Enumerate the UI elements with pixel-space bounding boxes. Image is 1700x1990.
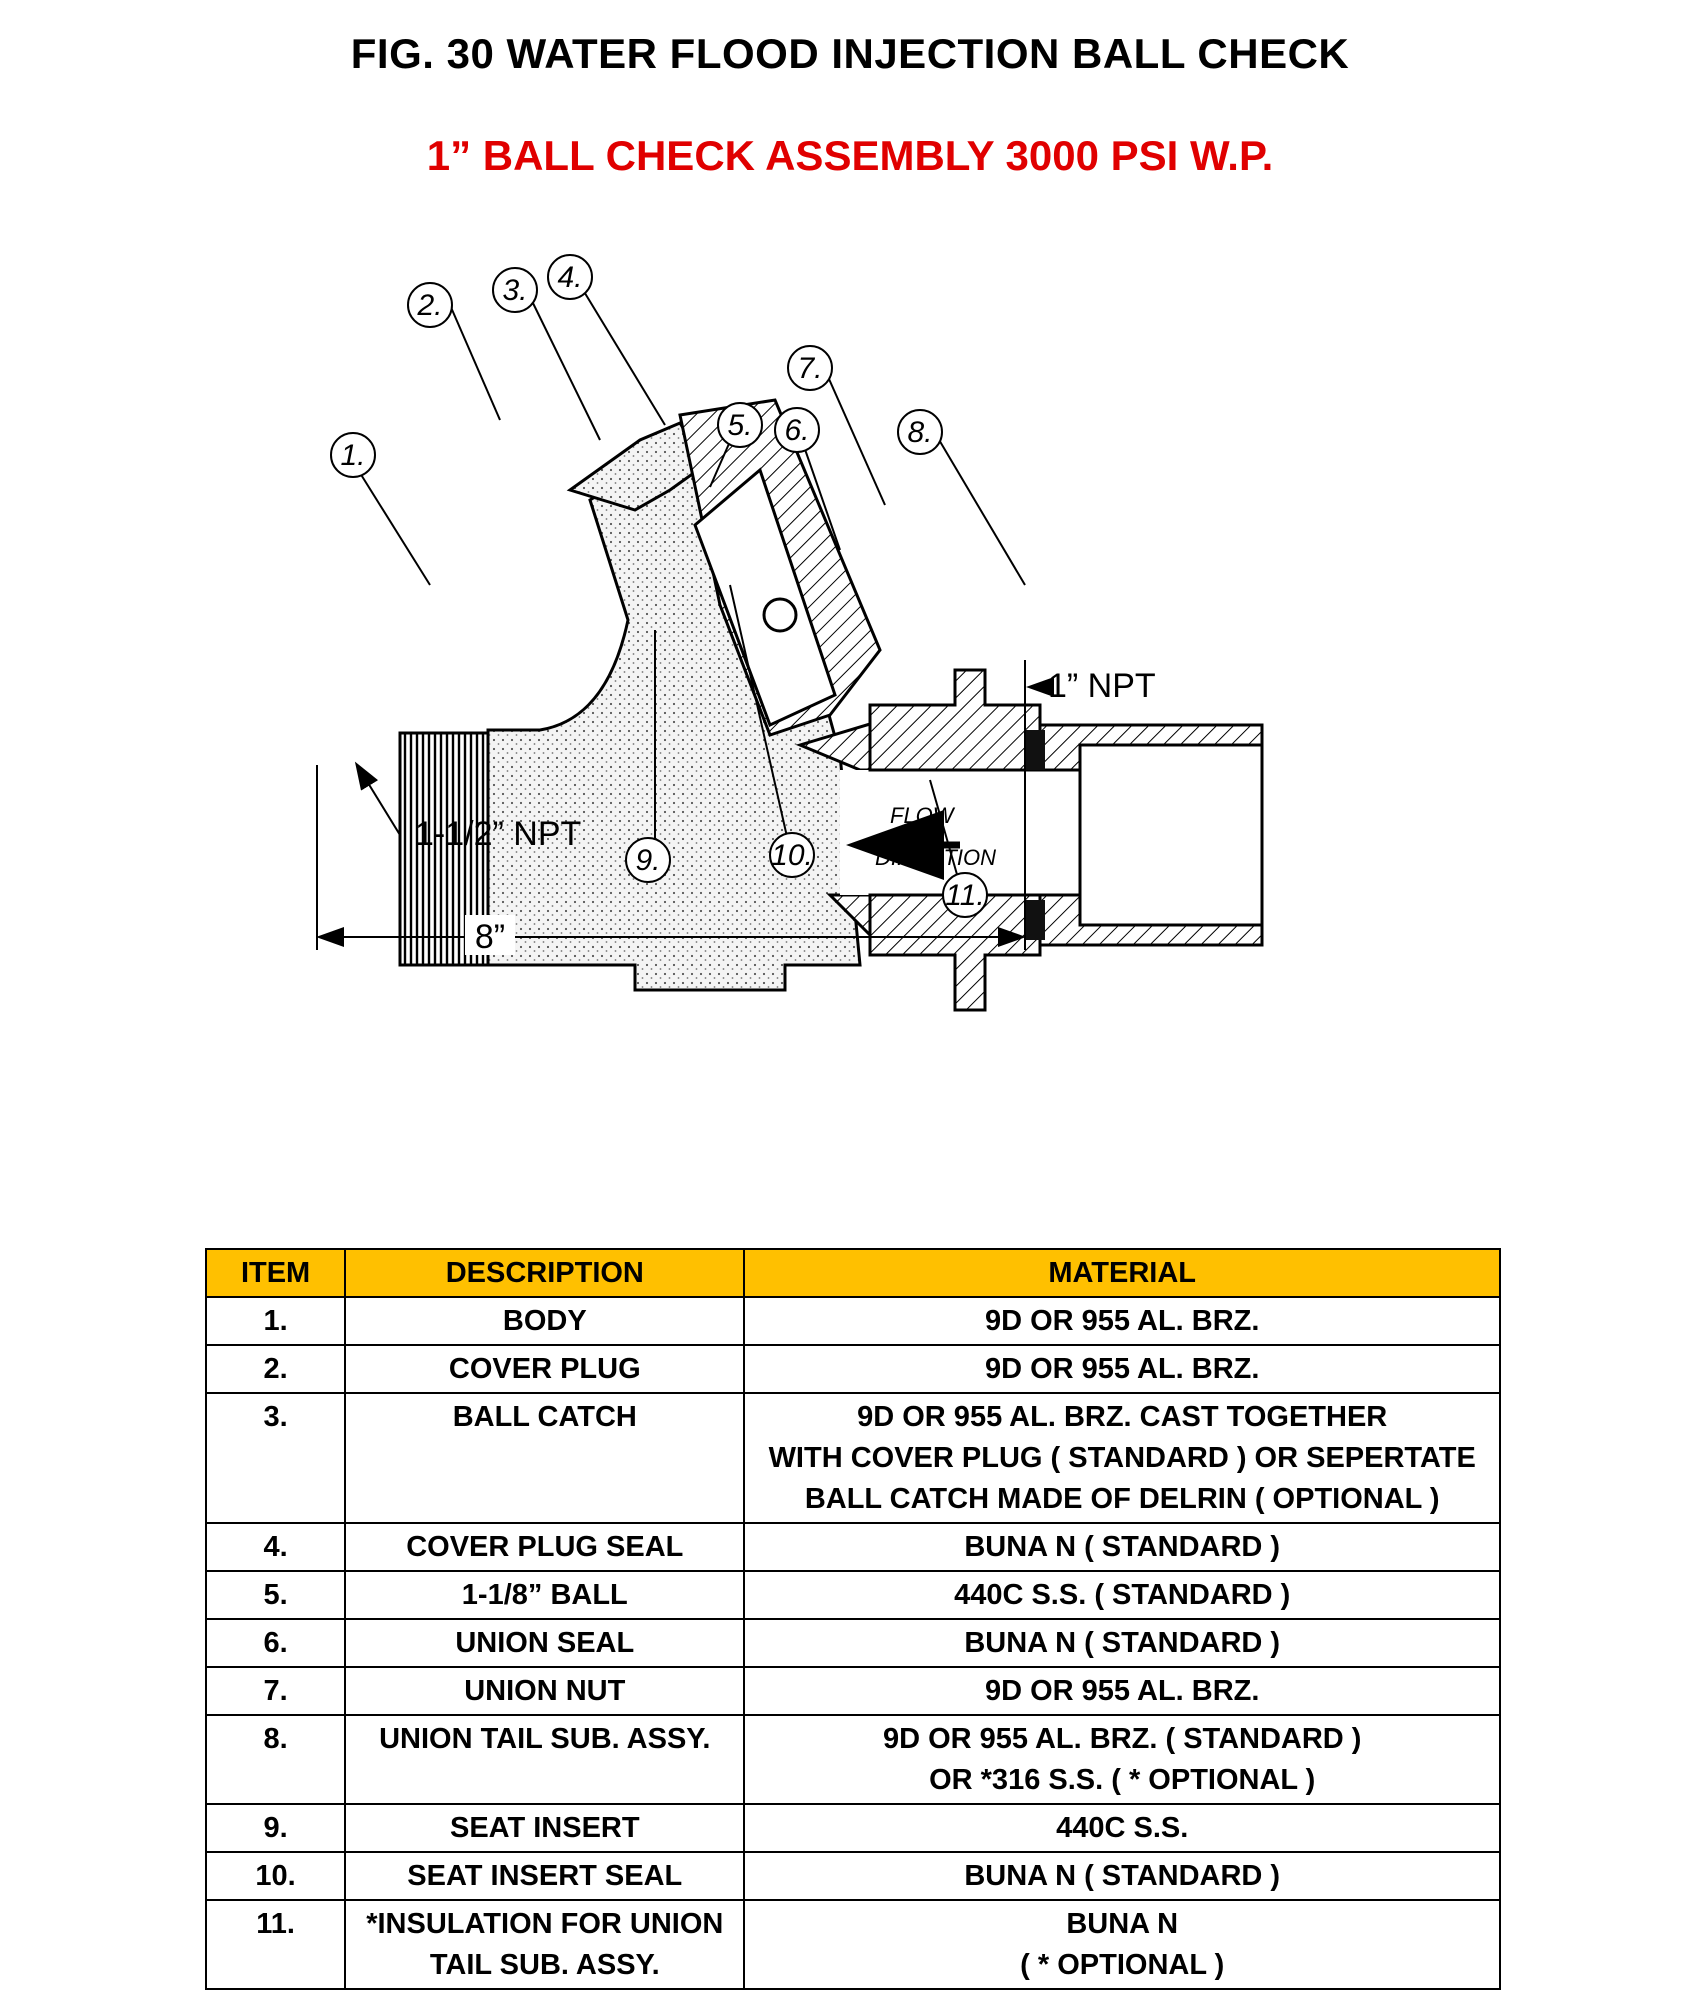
- balloon-10: 10.: [769, 832, 815, 878]
- item-number-cell: 3.: [204, 1392, 347, 1524]
- balloon-5: 5.: [717, 402, 763, 448]
- material-cell: 9D OR 955 AL. BRZ. CAST TOGETHER WITH COV…: [743, 1392, 1501, 1524]
- table-header-row: ITEM DESCRIPTION MATERIAL: [204, 1248, 1501, 1298]
- material-cell: BUNA N ( STANDARD ): [743, 1851, 1501, 1901]
- material-cell-line: BALL CATCH MADE OF DELRIN ( OPTIONAL ): [804, 1483, 1440, 1515]
- description-cell: UNION TAIL SUB. ASSY.: [344, 1714, 746, 1805]
- svg-text:2.: 2.: [416, 289, 442, 322]
- description-cell-line: TAIL SUB. ASSY.: [429, 1949, 660, 1981]
- table-row: 8.UNION TAIL SUB. ASSY.9D OR 955 AL. BRZ…: [204, 1714, 1501, 1805]
- material-cell-line: 9D OR 955 AL. BRZ. CAST TOGETHER: [857, 1401, 1388, 1433]
- description-cell-line: *INSULATION FOR UNION: [366, 1908, 724, 1940]
- material-cell: 9D OR 955 AL. BRZ.: [743, 1666, 1501, 1716]
- material-cell-line: BUNA N: [1066, 1908, 1179, 1940]
- material-cell-line: 9D OR 955 AL. BRZ. ( STANDARD ): [882, 1723, 1362, 1755]
- item-number-cell: 5.: [204, 1570, 347, 1620]
- material-cell: 9D OR 955 AL. BRZ.: [743, 1344, 1501, 1394]
- flow-label: FLOW: [890, 803, 956, 828]
- union-seal-lower: [1025, 900, 1045, 940]
- check-ball: [762, 597, 798, 633]
- balloon-8: 8.: [897, 409, 943, 455]
- svg-text:7.: 7.: [797, 352, 822, 385]
- material-cell: 440C S.S.: [743, 1803, 1501, 1853]
- svg-text:9.: 9.: [635, 844, 660, 877]
- assembly-subtitle: 1” BALL CHECK ASSEMBLY 3000 PSI W.P.: [426, 132, 1274, 179]
- ball-chamber: [693, 467, 837, 728]
- header-description: DESCRIPTION: [344, 1248, 746, 1298]
- item-number-cell: 2.: [204, 1344, 347, 1394]
- svg-text:4.: 4.: [557, 261, 582, 294]
- union-seal-upper: [1025, 730, 1045, 770]
- header-item: ITEM: [204, 1248, 347, 1298]
- description-cell: BODY: [344, 1296, 746, 1346]
- overall-length-label: 8”: [475, 918, 505, 956]
- union-tail-bore: [1078, 743, 1264, 927]
- balloon-7: 7.: [787, 345, 833, 391]
- balloon-3: 3.: [492, 267, 538, 313]
- description-cell: BALL CATCH: [344, 1392, 746, 1524]
- item-number-cell: 8.: [204, 1714, 347, 1805]
- description-cell: SEAT INSERT: [344, 1803, 746, 1853]
- svg-text:8.: 8.: [907, 416, 932, 449]
- balloon-2: 2.: [407, 282, 453, 328]
- material-cell: BUNA N ( * OPTIONAL ): [743, 1899, 1501, 1990]
- ball-check-cross-section-drawing: FLOW DIRECTION 1. 2. 3. 4. 5. 6. 7. 8. 9…: [316, 254, 1264, 1012]
- material-cell-line: OR *316 S.S. ( * OPTIONAL ): [929, 1764, 1316, 1796]
- direction-label: DIRECTION: [875, 845, 996, 870]
- union-nut: [868, 668, 1042, 772]
- item-number-cell: 11.: [204, 1899, 347, 1990]
- svg-text:6.: 6.: [784, 414, 809, 447]
- balloon-1: 1.: [330, 432, 376, 478]
- item-number-cell: 1.: [204, 1296, 347, 1346]
- description-cell: UNION NUT: [344, 1666, 746, 1716]
- balloon-11: 11.: [942, 872, 988, 918]
- header-material: MATERIAL: [743, 1248, 1501, 1298]
- svg-text:5.: 5.: [727, 409, 752, 442]
- description-cell: COVER PLUG: [344, 1344, 746, 1394]
- description-cell: *INSULATION FOR UNION TAIL SUB. ASSY.: [344, 1899, 746, 1990]
- svg-text:10.: 10.: [771, 839, 813, 872]
- description-cell: COVER PLUG SEAL: [344, 1522, 746, 1572]
- balloon-4: 4.: [547, 254, 593, 300]
- material-cell: 9D OR 955 AL. BRZ.: [743, 1296, 1501, 1346]
- outlet-npt-label: 1” NPT: [1048, 667, 1156, 705]
- material-cell: BUNA N ( STANDARD ): [743, 1618, 1501, 1668]
- svg-text:11.: 11.: [945, 879, 984, 912]
- flow-channel: [840, 770, 1040, 895]
- description-cell: 1-1/8” BALL: [344, 1570, 746, 1620]
- svg-text:3.: 3.: [502, 274, 527, 307]
- material-cell: 440C S.S. ( STANDARD ): [743, 1570, 1501, 1620]
- balloon-9: 9.: [625, 837, 671, 883]
- balloon-6: 6.: [774, 407, 820, 453]
- inlet-npt-leader: [354, 761, 401, 836]
- item-number-cell: 10.: [204, 1851, 347, 1901]
- material-cell: BUNA N ( STANDARD ): [743, 1522, 1501, 1572]
- item-number-cell: 6.: [204, 1618, 347, 1668]
- material-cell: 9D OR 955 AL. BRZ. ( STANDARD ) OR *316 S…: [743, 1714, 1501, 1805]
- table-row: 11. *INSULATION FOR UNION TAIL SUB. ASSY. B…: [204, 1899, 1501, 1990]
- material-cell-line: ( * OPTIONAL ): [1020, 1949, 1225, 1981]
- figure-title: FIG. 30 WATER FLOOD INJECTION BALL CHECK: [350, 30, 1350, 77]
- description-cell: UNION SEAL: [344, 1618, 746, 1668]
- item-number-cell: 9.: [204, 1803, 347, 1853]
- description-cell: SEAT INSERT SEAL: [344, 1851, 746, 1901]
- item-number-cell: 4.: [204, 1522, 347, 1572]
- material-cell-line: WITH COVER PLUG ( STANDARD ) OR SEPERTAT…: [768, 1442, 1476, 1474]
- svg-text:1.: 1.: [340, 439, 365, 472]
- inlet-npt-label: 1-1/2” NPT: [415, 815, 581, 853]
- item-number-cell: 7.: [204, 1666, 347, 1716]
